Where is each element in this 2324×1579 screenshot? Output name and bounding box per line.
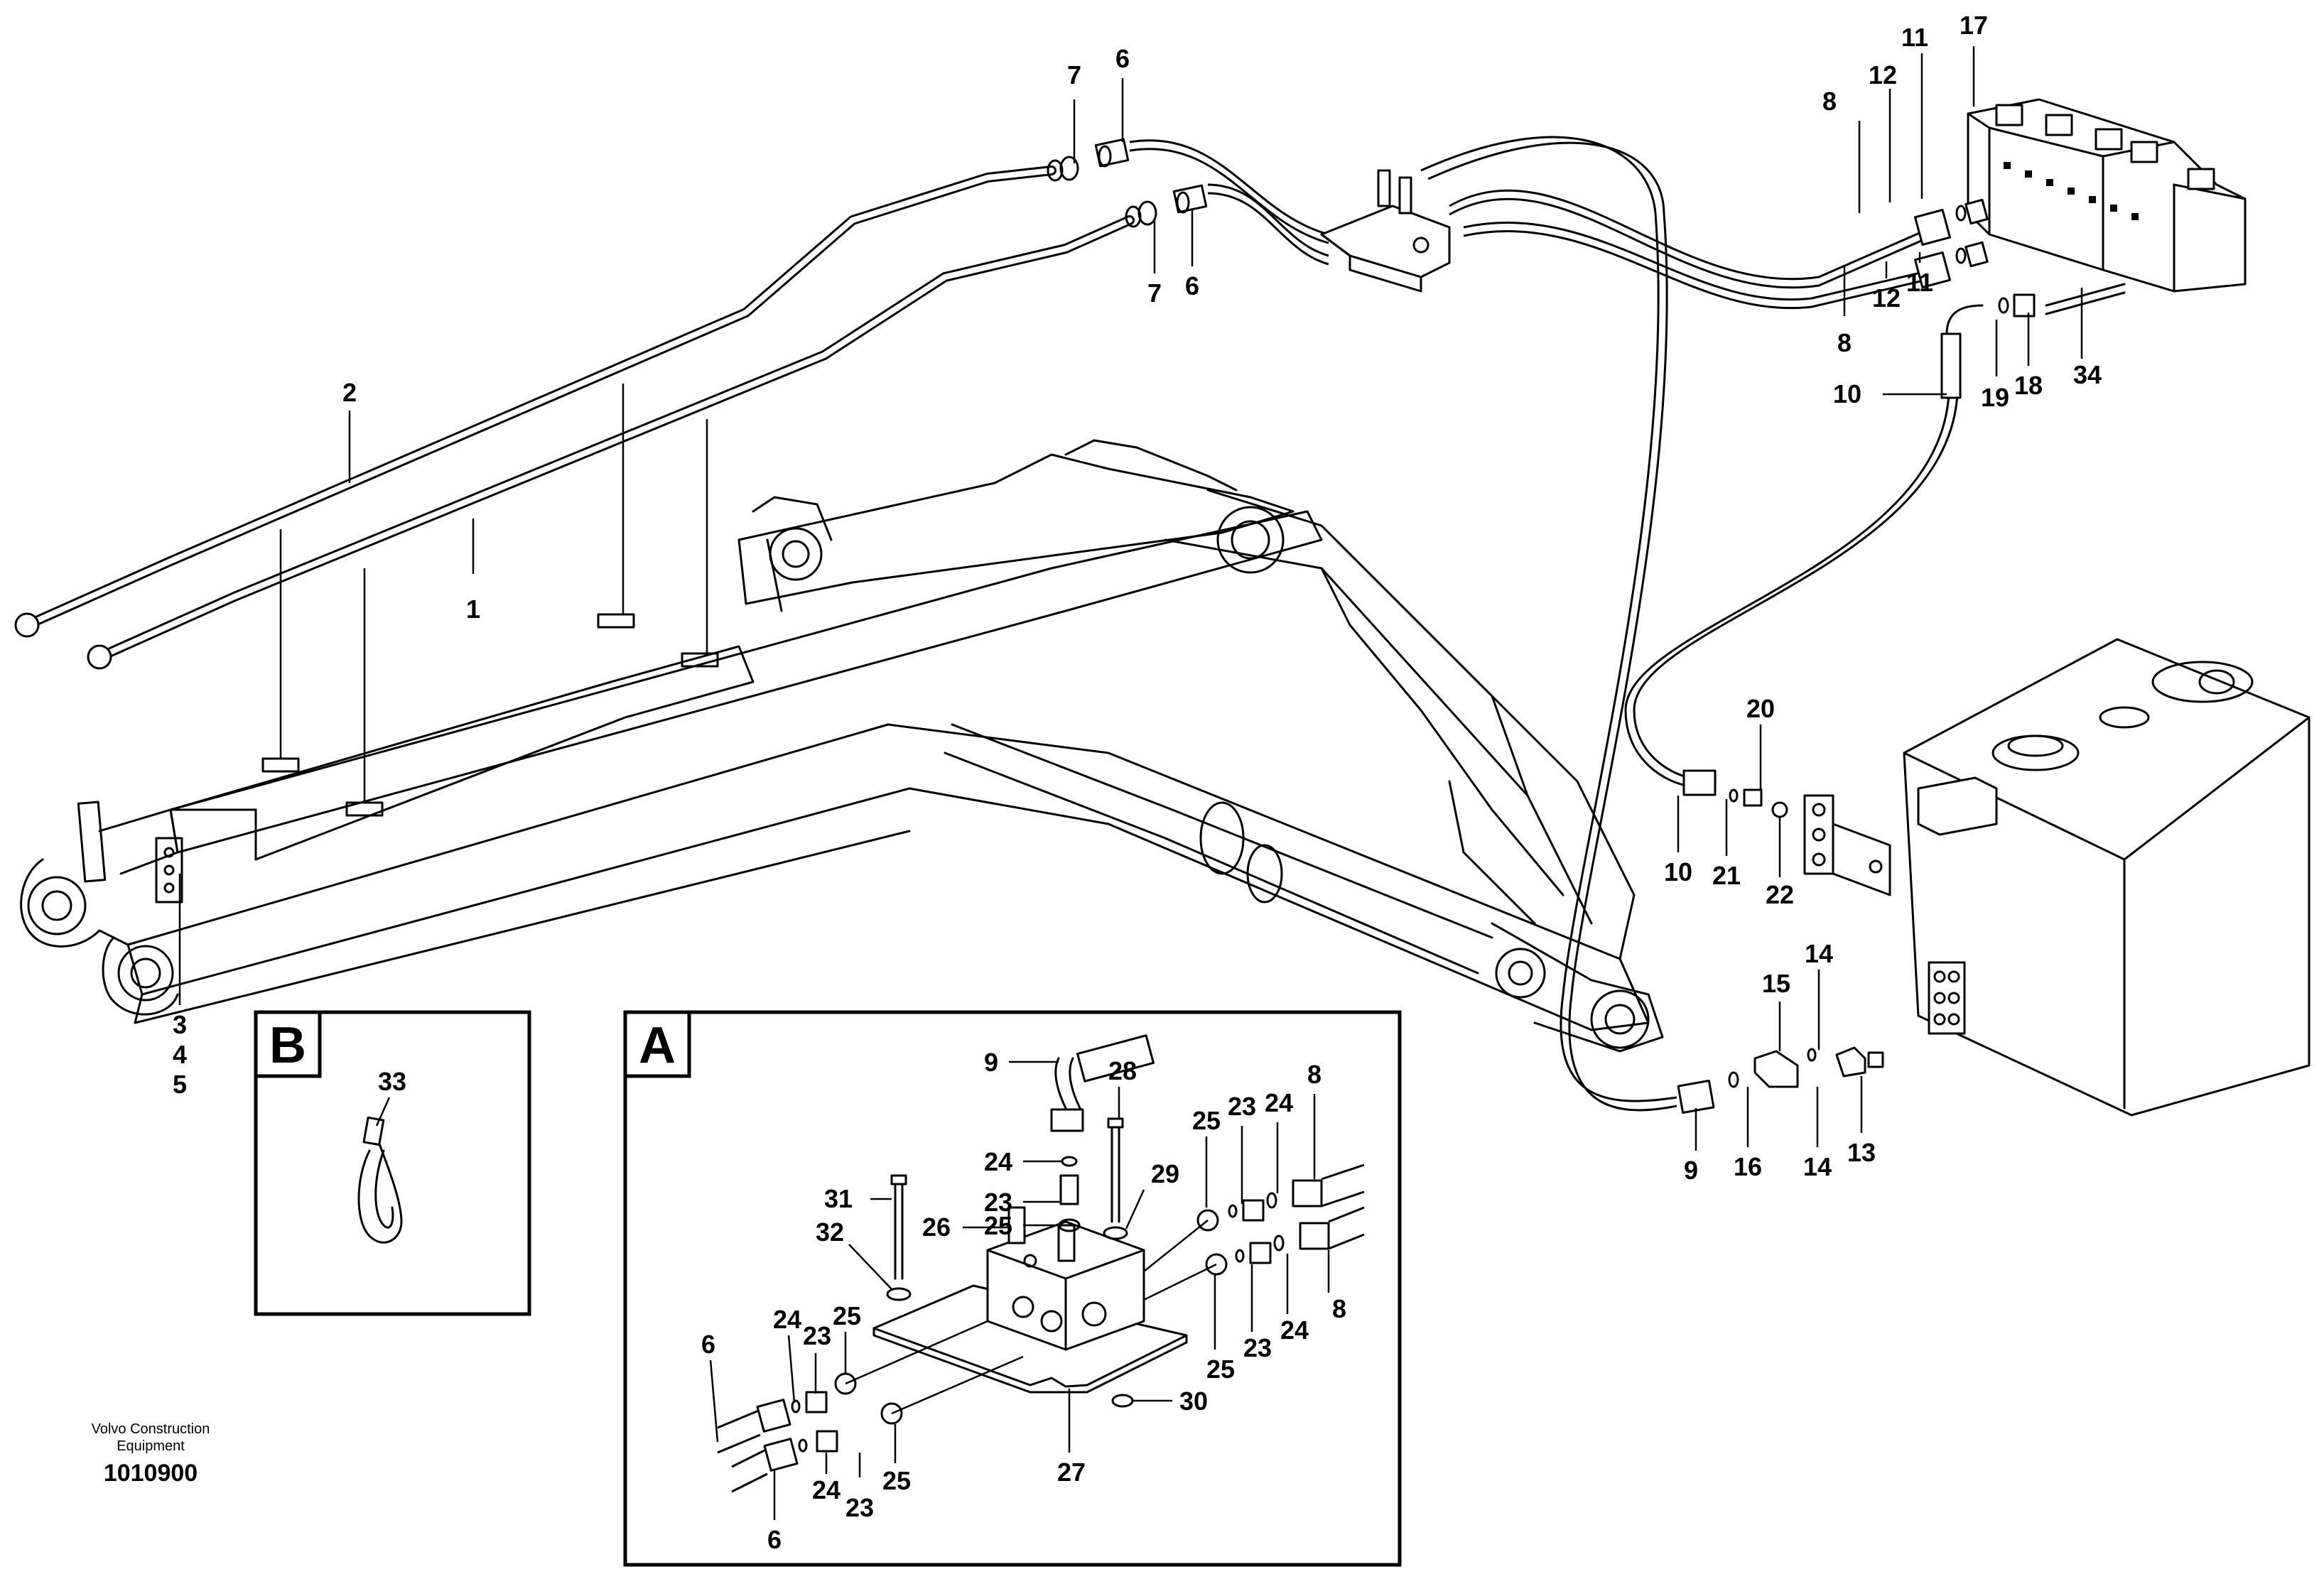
callout-6-top: 6 [1115, 44, 1130, 73]
inset-a-callout-23-left2: 23 [845, 1493, 874, 1522]
callout-13: 13 [1847, 1138, 1876, 1167]
inset-a-callout-25-left2: 25 [882, 1466, 911, 1495]
callout-9: 9 [1684, 1156, 1698, 1185]
inset-a-callout-24-right1: 24 [1265, 1088, 1293, 1117]
inset-a-callout-26: 26 [922, 1212, 951, 1242]
inset-a-callout-24-left1: 24 [773, 1305, 801, 1334]
inset-a-callout-27: 27 [1057, 1458, 1086, 1487]
callout-34: 34 [2073, 360, 2102, 389]
company-name-line1: Volvo Construction [92, 1421, 210, 1437]
inset-b-callout-33: 33 [378, 1067, 406, 1096]
footer: Volvo Construction Equipment 1010900 [92, 1421, 210, 1487]
callout-11-top: 11 [1901, 23, 1928, 52]
callout-8-lower: 8 [1837, 328, 1852, 357]
callout-7-top: 7 [1067, 60, 1081, 89]
callout-8-top: 8 [1822, 87, 1837, 116]
inset-a-callout-24-right2: 24 [1280, 1315, 1309, 1345]
inset-a-callout-25-right2: 25 [1206, 1355, 1235, 1384]
inset-a-callout-23-top: 23 [984, 1188, 1012, 1217]
callout-16: 16 [1734, 1152, 1762, 1181]
callout-19: 19 [1981, 383, 2009, 412]
inset-a: A [623, 1010, 1402, 1567]
callout-12-lower: 12 [1872, 283, 1901, 313]
inset-a-callout-23-left1: 23 [803, 1321, 831, 1350]
callout-10-mid: 10 [1664, 857, 1692, 886]
excavator-boom [20, 439, 1664, 1053]
inset-b-letter: B [269, 1017, 306, 1074]
callout-15: 15 [1762, 969, 1790, 998]
inset-b: B 33 [254, 1010, 531, 1316]
company-name-line2: Equipment [117, 1438, 185, 1454]
fittings-6-7 [1047, 138, 1208, 228]
shuttle-valve-block [1320, 169, 1451, 293]
inset-a-callout-9: 9 [984, 1048, 998, 1077]
inset-a-callout-29: 29 [1151, 1159, 1179, 1188]
inset-a-callout-8-right1: 8 [1307, 1060, 1322, 1089]
callout-2: 2 [342, 378, 357, 407]
callout-5: 5 [173, 1070, 187, 1099]
cable-tie-icon [357, 1116, 403, 1244]
hoses [1129, 136, 1959, 1112]
inset-a-callout-28: 28 [1108, 1056, 1137, 1085]
inset-a-callout-25-top: 25 [984, 1211, 1012, 1240]
fittings-8-11-12 [1914, 198, 1989, 288]
steel-pipe-1 [87, 215, 1135, 670]
callout-11-lower: 11 [1906, 268, 1933, 297]
hydraulic-tank [1903, 638, 2311, 1117]
callout-20: 20 [1746, 694, 1775, 723]
inset-a-callout-25-right1: 25 [1192, 1106, 1221, 1135]
callout-18: 18 [2014, 371, 2043, 400]
inset-a-callout-25-left1: 25 [833, 1301, 861, 1330]
drawing-number: 1010900 [104, 1460, 198, 1487]
fittings-18-19-34 [1940, 283, 2126, 399]
inset-a-callout-6-left2: 6 [767, 1525, 782, 1554]
steel-pipe-2 [14, 166, 1056, 638]
fittings-9-13-14-15-16 [1677, 1046, 1884, 1114]
inset-a-callout-8-right2: 8 [1332, 1294, 1346, 1323]
clamp-lines [279, 384, 708, 803]
inset-a-callout-23-right1: 23 [1228, 1092, 1256, 1121]
inset-a-callout-24-left2: 24 [812, 1475, 841, 1504]
callout-6-lower: 6 [1185, 271, 1199, 300]
inset-a-letter: A [639, 1017, 676, 1074]
inset-a-callout-31: 31 [824, 1184, 853, 1213]
callout-14-lower: 14 [1803, 1152, 1832, 1181]
callout-21: 21 [1712, 861, 1741, 890]
leaders-main [178, 46, 2083, 1151]
callouts-main: 1 2 3 4 5 7 6 7 6 8 8 12 11 12 11 17 10 … [173, 11, 2102, 1185]
callout-7-lower: 7 [1147, 278, 1162, 308]
callout-22: 22 [1766, 880, 1794, 909]
callout-12-top: 12 [1869, 60, 1897, 89]
callout-10-top: 10 [1833, 379, 1861, 408]
fittings-10-20-21-22 [1682, 769, 1891, 896]
inset-a-callout-30: 30 [1179, 1387, 1208, 1416]
callout-1: 1 [466, 595, 480, 624]
callout-4: 4 [173, 1040, 187, 1069]
callout-3: 3 [173, 1010, 187, 1039]
control-valve-17 [1967, 98, 2247, 293]
inset-a-callout-24-top: 24 [984, 1147, 1012, 1176]
inset-a-callout-23-right2: 23 [1243, 1333, 1272, 1362]
callout-14-top: 14 [1805, 939, 1833, 968]
callout-17: 17 [1960, 11, 1988, 40]
inset-a-callout-6-left1: 6 [701, 1330, 715, 1359]
inset-a-callout-32: 32 [816, 1217, 844, 1247]
